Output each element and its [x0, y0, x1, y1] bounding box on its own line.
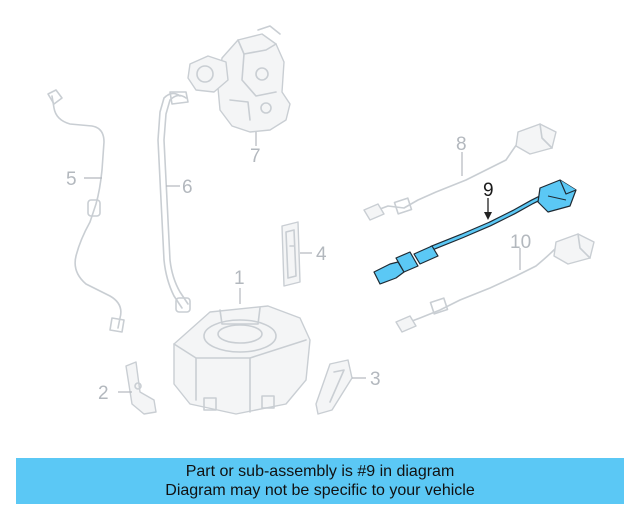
- part-10-sensor: [395, 233, 595, 333]
- callout-10: 10: [510, 232, 531, 253]
- parts-diagram: 7 5 6 4 1 2: [47, 25, 595, 415]
- part-3-bracket: [315, 359, 353, 415]
- callout-4: 4: [316, 244, 327, 265]
- part-1-canister: [173, 305, 311, 415]
- part-7-bracket: [187, 25, 291, 133]
- part-2-clip: [125, 361, 157, 415]
- part-6-hose: [157, 91, 191, 313]
- callout-8: 8: [456, 134, 467, 155]
- part-5-tube: [47, 89, 125, 333]
- part-9-sensor-highlighted: [373, 179, 577, 285]
- callout-3: 3: [370, 369, 381, 390]
- info-banner: Part or sub-assembly is #9 in diagram Di…: [16, 458, 624, 504]
- callout-1: 1: [234, 268, 245, 289]
- callout-2: 2: [98, 383, 109, 404]
- part-4-bracket: [281, 221, 301, 287]
- callout-5: 5: [66, 169, 77, 190]
- banner-line-2: Diagram may not be specific to your vehi…: [165, 482, 475, 499]
- callout-7: 7: [250, 146, 261, 167]
- banner-line-1: Part or sub-assembly is #9 in diagram: [185, 463, 455, 480]
- part-8-sensor: [363, 123, 557, 221]
- callout-6: 6: [182, 177, 193, 198]
- callout-9: 9: [483, 180, 494, 201]
